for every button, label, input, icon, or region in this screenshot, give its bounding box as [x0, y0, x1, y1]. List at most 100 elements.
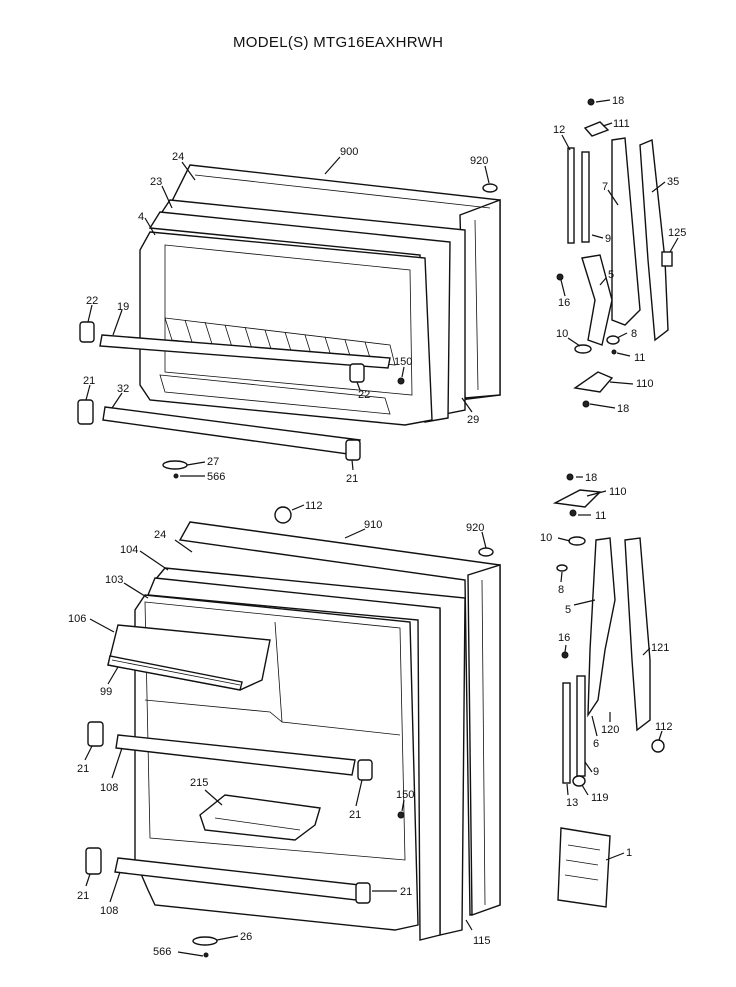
label: 18: [585, 472, 597, 484]
plug-112-side: [651, 739, 665, 753]
label: 12: [553, 124, 565, 136]
label: 566: [207, 471, 225, 483]
part-27: [162, 460, 188, 470]
freezer-door-assembly: [77, 164, 501, 479]
label: 19: [117, 301, 129, 313]
screw-150-lower: [397, 811, 405, 819]
hinge-110-lower: [552, 489, 602, 508]
label: 900: [340, 146, 358, 158]
part-125: [661, 251, 673, 267]
screw-18-lower: [566, 473, 574, 481]
label: 215: [190, 777, 208, 789]
label: 150: [396, 789, 414, 801]
label: 22: [86, 295, 98, 307]
upper-labels: 18 111 12 900 24 920 7 35 23 9 125 4 5 2…: [83, 95, 686, 485]
clip-21-lower-b: [357, 759, 373, 781]
hinge-110-upper: [573, 371, 614, 393]
strip-12: [567, 147, 575, 244]
clip-22-left: [79, 321, 95, 343]
label: 104: [120, 544, 138, 556]
label: 13: [566, 797, 578, 809]
label: 29: [467, 414, 479, 426]
hinge-5-upper: [581, 254, 613, 346]
label: 112: [305, 500, 323, 512]
label: 18: [612, 95, 624, 107]
label: 21: [400, 886, 412, 898]
label: 112: [655, 721, 673, 733]
label: 5: [565, 604, 571, 616]
label: 920: [470, 155, 488, 167]
label: 7: [602, 181, 608, 193]
label: 9: [593, 766, 599, 778]
handle-35: [639, 138, 669, 342]
label: 22: [358, 389, 370, 401]
label: 1: [626, 847, 632, 859]
label: 16: [558, 297, 570, 309]
lower-labels: 18 112 110 11 910 920 24 10 104 8 103 5 …: [68, 472, 673, 958]
clip-21-left: [77, 399, 94, 425]
label: 24: [172, 151, 184, 163]
label: 9: [605, 233, 611, 245]
label: 21: [77, 890, 89, 902]
label: 108: [100, 905, 118, 917]
hinge-bar-7: [611, 137, 641, 326]
screw-16-upper: [556, 273, 564, 281]
label: 10: [540, 532, 552, 544]
clip-21-lower-c: [85, 847, 102, 875]
hinge-5-lower: [587, 537, 616, 718]
screw-11-lower: [569, 509, 577, 517]
label: 110: [636, 378, 654, 390]
label: 8: [558, 584, 564, 596]
strip-9: [581, 151, 590, 243]
label: 5: [608, 269, 614, 281]
label: 115: [473, 935, 491, 947]
hinge-cap-111: [583, 121, 610, 137]
strip-9-lower: [576, 675, 586, 777]
label: 35: [667, 176, 679, 188]
label: 121: [651, 642, 669, 654]
screw-18-bottom: [582, 400, 590, 408]
freezer-inner-liner: [139, 231, 433, 426]
model-title: MODEL(S) MTG16EAXHRWH: [233, 34, 443, 51]
label: 125: [668, 227, 686, 239]
label: 120: [601, 724, 619, 736]
label: 27: [207, 456, 219, 468]
label: 103: [105, 574, 123, 586]
freezer-door-side: [459, 198, 501, 399]
label: 150: [394, 356, 412, 368]
label: 111: [613, 118, 630, 130]
label: 32: [117, 383, 129, 395]
label: 24: [154, 529, 166, 541]
label: 23: [150, 176, 162, 188]
screw-18-top: [587, 98, 595, 106]
screw-566: [173, 473, 179, 479]
label: 110: [609, 486, 627, 498]
label: 8: [631, 328, 637, 340]
strip-13: [562, 682, 571, 784]
label: 10: [556, 328, 568, 340]
label: 106: [68, 613, 86, 625]
dairy-compartment-front: [107, 655, 243, 691]
clip-21-right: [345, 439, 361, 461]
label: 4: [138, 211, 144, 223]
label: 26: [240, 931, 252, 943]
handle-121: [624, 537, 651, 732]
label: 16: [558, 632, 570, 644]
label: 6: [593, 738, 599, 750]
freezer-shelf-bar-19: [99, 334, 391, 369]
label: 11: [634, 352, 645, 364]
plug-920: [482, 183, 498, 193]
fresh-food-door-assembly: [85, 506, 501, 958]
fresh-shelf-bar-108-upper: [115, 734, 356, 776]
washer-8-upper: [606, 335, 620, 345]
label: 566: [153, 946, 171, 958]
part-26: [192, 936, 218, 946]
label: 910: [364, 519, 382, 531]
label: 21: [349, 809, 361, 821]
cap-119: [572, 775, 586, 787]
plug-112-top: [274, 506, 292, 524]
washer-10-lower: [568, 536, 586, 546]
upper-hinge-parts: [556, 98, 673, 408]
washer-8-lower: [556, 564, 568, 572]
